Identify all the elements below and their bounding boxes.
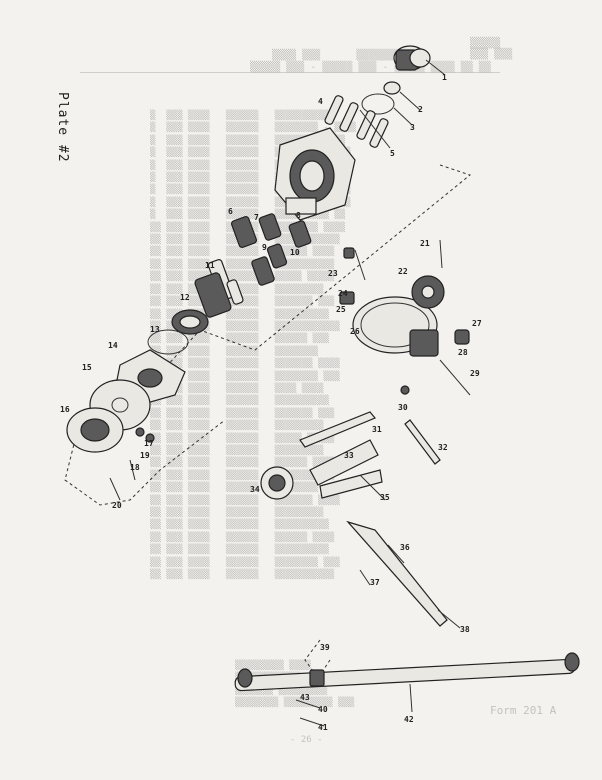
spring-part [354,249,366,281]
part-number-label: 27 [472,319,482,328]
part-number-label: 4 [318,97,323,106]
snap-ring-part [361,93,395,115]
bolt-part [299,717,325,727]
part-number-label: 14 [108,341,118,350]
part-number-label: 1 [442,73,447,82]
part-number-label: 43 [300,693,310,702]
part-number-label: 24 [338,289,348,298]
pin-set [324,95,389,148]
housing-part [274,127,356,221]
part-number-label: 6 [228,207,233,216]
drum-part [352,296,439,357]
bearing-part [393,45,431,71]
shaft-part [194,259,244,318]
part-number-labels: 1 2 3 4 5 6 7 8 9 10 11 12 13 14 15 16 1… [60,73,482,732]
part-number-label: 41 [318,723,328,732]
clip-part [439,239,443,269]
spring-part [454,329,470,345]
part-number-label: 33 [344,451,354,460]
bleed-through-text: ▒▒▒▒▒▒▒▒ ▒▒▒ [470,38,513,60]
snap-ring-part [147,329,189,355]
screw-part [135,427,145,437]
part-number-label: 21 [420,239,430,248]
part-number-label: 28 [458,348,468,357]
part-number-label: 2 [418,105,423,114]
part-number-label: 5 [390,149,395,158]
form-number: Form 201 A [490,704,557,717]
part-number-label: 22 [398,267,408,276]
gear-part [230,213,312,286]
part-number-label: 29 [470,369,480,378]
part-number-label: 42 [404,715,414,724]
part-number-label: 8 [296,211,301,220]
part-number-label: 30 [398,403,408,412]
screw-part [145,433,155,443]
part-number-label: 19 [140,451,150,460]
part-number-label: 38 [460,625,470,634]
part-number-label: 31 [372,425,382,434]
part-number-label: 15 [82,363,92,372]
part-number-label: 3 [410,123,415,132]
bleed-through-rule [80,72,500,73]
part-number-label: 40 [318,705,328,714]
bearing-part [260,466,294,500]
part-number-label: 12 [180,293,190,302]
part-number-label: 17 [144,439,154,448]
part-number-label: 37 [370,578,380,587]
part-number-label: 25 [336,305,346,314]
rod-part [439,359,471,396]
part-number-label: 11 [205,261,215,270]
shift-rail-part [346,520,448,627]
part-number-label: 35 [380,493,390,502]
part-number-label: 20 [112,501,122,510]
bleed-through-text: ▒▒▒▒ ▒▒▒ ▒▒▒▒▒▒▒▒▒▒▒ [272,50,423,61]
part-number-label: 26 [350,327,360,336]
part-number-label: 7 [254,213,259,222]
part-number-label: 23 [328,269,338,278]
part-number-label: 10 [290,248,300,257]
bolt-part [295,699,321,709]
part-number-label: 9 [262,243,267,252]
part-number-label: 39 [320,643,330,652]
part-number-label: 34 [250,485,260,494]
part-number-label: 32 [438,443,448,452]
part-number-label: 13 [150,325,160,334]
axle-part [234,652,580,692]
washer-part [383,81,401,95]
part-number-label: 36 [400,543,410,552]
pressure-plate-part [66,407,124,453]
gear-part [411,275,445,309]
assembly-boundary-lower [304,639,331,679]
part-number-label: 16 [60,405,70,414]
page-number: - 26 - [290,735,323,745]
part-number-label: 18 [130,463,140,472]
shift-lever-part [299,411,441,499]
